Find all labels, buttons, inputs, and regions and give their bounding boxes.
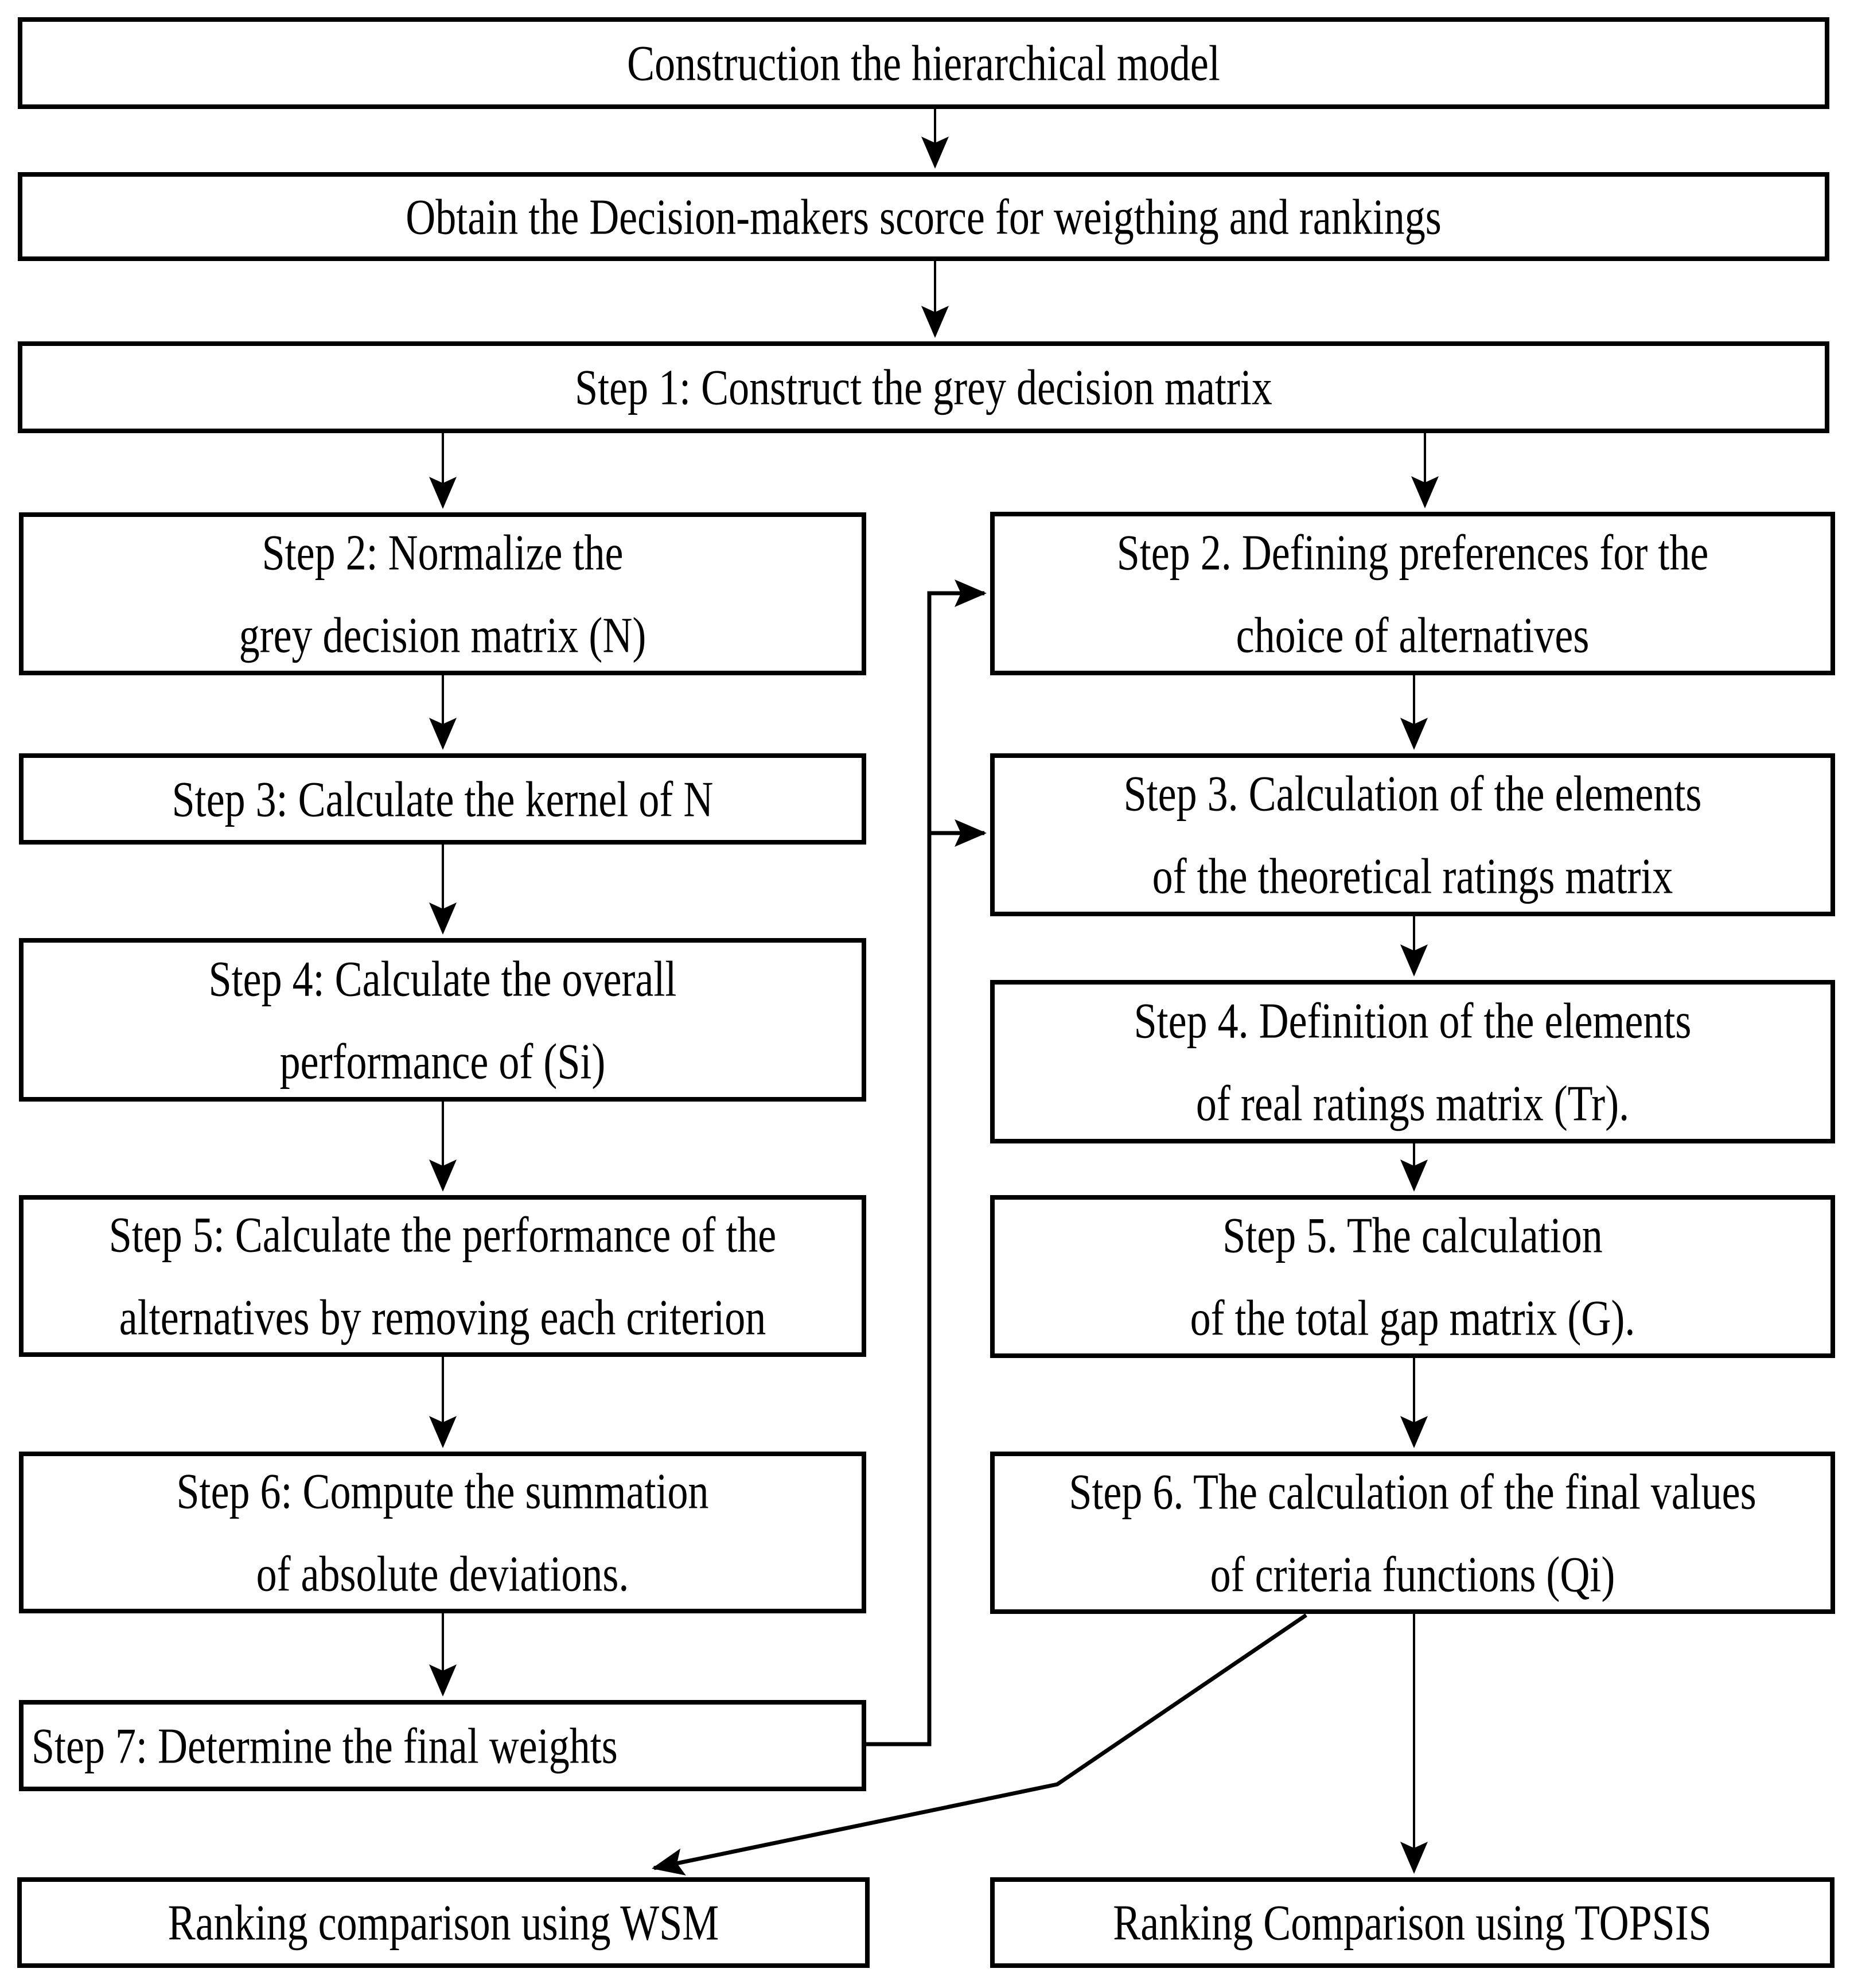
arrow-right6-to-wsm	[652, 1613, 1307, 1876]
box-label-line2: choice of alternatives	[1236, 606, 1590, 663]
box-label-line1: Step 6. The calculation of the final val…	[1069, 1463, 1756, 1520]
box-left-step4-overall-performance: Step 4: Calculate the overall performanc…	[19, 938, 866, 1102]
box-label-line2: alternatives by removing each criterion	[119, 1289, 766, 1345]
box-label-line2: of real ratings matrix (Tr).	[1195, 1075, 1630, 1131]
box-construct-hierarchical-model: Construction the hierarchical model	[18, 17, 1829, 109]
box-label-line2: grey decision matrix (N)	[239, 607, 646, 663]
box-label: Ranking comparison using WSM	[168, 1894, 719, 1951]
box-step1-grey-decision-matrix: Step 1: Construct the grey decision matr…	[18, 341, 1829, 433]
box-right-step4-real-ratings: Step 4. Definition of the elements of re…	[990, 980, 1835, 1143]
box-left-step3-kernel: Step 3: Calculate the kernel of N	[19, 753, 866, 845]
box-label-line1: Step 6: Compute the summation	[176, 1463, 709, 1519]
connector-step7-feedback	[865, 579, 987, 1746]
box-left-step2-normalize: Step 2: Normalize the grey decision matr…	[19, 512, 866, 675]
box-right-step2-defining-preferences: Step 2. Defining preferences for the cho…	[990, 512, 1835, 675]
box-label-line2: of the theoretical ratings matrix	[1152, 848, 1673, 904]
box-label-line1: Step 5: Calculate the performance of the	[108, 1207, 777, 1263]
box-label-line1: Step 4: Calculate the overall	[208, 950, 677, 1007]
box-left-step5-performance-removing-criterion: Step 5: Calculate the performance of the…	[19, 1195, 866, 1357]
box-ranking-topsis: Ranking Comparison using TOPSIS	[990, 1877, 1835, 1968]
box-left-step6-summation-deviations: Step 6: Compute the summation of absolut…	[19, 1452, 866, 1613]
box-label-line1: Step 4. Definition of the elements	[1134, 992, 1692, 1049]
box-label: Step 1: Construct the grey decision matr…	[575, 359, 1272, 415]
box-obtain-decision-maker-scores: Obtain the Decision-makers scorce for we…	[18, 172, 1829, 261]
box-label-line2: of criteria functions (Qi)	[1210, 1546, 1615, 1602]
box-label: Obtain the Decision-makers scorce for we…	[406, 188, 1442, 245]
box-right-step3-theoretical-ratings: Step 3. Calculation of the elements of t…	[990, 753, 1835, 916]
box-label: Ranking Comparison using TOPSIS	[1113, 1894, 1712, 1951]
box-label-line1: Step 2: Normalize the	[262, 524, 624, 581]
box-label: Construction the hierarchical model	[627, 35, 1220, 91]
box-label: Step 3: Calculate the kernel of N	[172, 771, 714, 827]
box-label-line2: of absolute deviations.	[256, 1546, 629, 1602]
box-right-step5-total-gap-matrix: Step 5. The calculation of the total gap…	[990, 1195, 1835, 1358]
box-left-step7-final-weights: Step 7: Determine the final weights	[19, 1700, 866, 1791]
box-right-step6-criteria-functions: Step 6. The calculation of the final val…	[990, 1452, 1835, 1614]
box-label-line2: performance of (Si)	[279, 1033, 606, 1090]
box-label-line1: Step 5. The calculation	[1222, 1207, 1603, 1263]
box-label: Step 7: Determine the final weights	[32, 1717, 618, 1774]
box-label-line1: Step 2. Defining preferences for the	[1116, 524, 1709, 581]
box-ranking-wsm: Ranking comparison using WSM	[17, 1877, 870, 1968]
box-label-line1: Step 3. Calculation of the elements	[1123, 765, 1702, 822]
box-label-line2: of the total gap matrix (G).	[1190, 1290, 1635, 1346]
